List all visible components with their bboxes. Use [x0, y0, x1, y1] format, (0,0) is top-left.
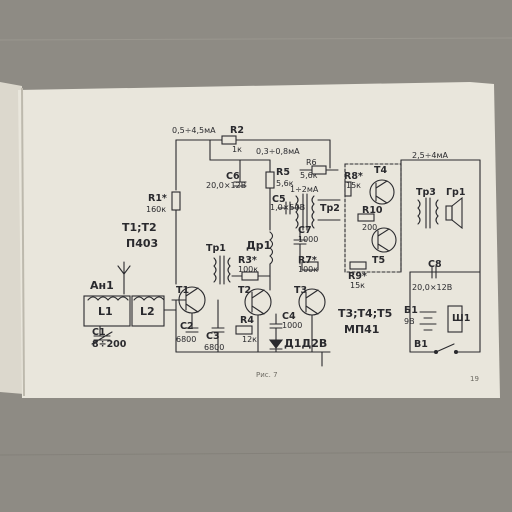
label-r5: R5 [276, 167, 290, 178]
label-r1: R1* [148, 193, 167, 204]
label-r6-value: 5,6к [300, 171, 318, 180]
resistor-r8 [344, 181, 352, 197]
resistor-r2 [221, 135, 237, 145]
label-l1: L1 [98, 305, 113, 318]
label-c5-value: 1,0×50В [270, 203, 306, 212]
label-c6-value: 20,0×12В [206, 181, 247, 190]
coil-l2 [133, 296, 165, 301]
label-r10-value: 200 [362, 223, 378, 232]
circuit-schematic [83, 135, 481, 367]
label-sh1: Ш1 [452, 313, 471, 324]
label-r7-value: 100к [298, 265, 319, 274]
label-dr1: Др1 [246, 239, 272, 252]
transformer-tr2 [295, 193, 315, 231]
label-c4: C4 [282, 311, 296, 322]
label-c3: C3 [206, 331, 220, 342]
book-page [18, 82, 500, 398]
label-c8-value: 20,0×12В [412, 283, 453, 292]
label-p403: П403 [126, 237, 159, 250]
label-c5: C5 [272, 194, 286, 205]
choke-dr1 [269, 231, 274, 265]
page-number: 19 [470, 375, 479, 383]
label-tr1: Тр1 [206, 243, 226, 254]
antenna-an1 [117, 261, 131, 295]
label-r9-value: 15к [350, 281, 366, 290]
speaker-gr1 [445, 196, 463, 230]
label-c4-value: 1000 [282, 321, 303, 330]
label-an1: Ан1 [90, 279, 114, 292]
resistor-r9 [349, 261, 367, 270]
label-c1: C1 [92, 327, 106, 338]
label-t4: T4 [374, 165, 388, 176]
label-t3: T3 [294, 285, 308, 296]
label-r4-value: 12к [242, 335, 258, 344]
label-r7: R7* [298, 255, 317, 266]
label-b1: Б1 [404, 305, 418, 316]
label-gr1: Гр1 [446, 187, 466, 198]
label-c3-value: 6800 [204, 343, 225, 352]
label-c1-value: 8÷200 [92, 339, 127, 350]
label-r2: R2 [230, 125, 244, 136]
label-r5-value: 5,6к [276, 179, 294, 188]
connector-sh1 [447, 305, 463, 333]
label-r3: R3* [238, 255, 257, 266]
label-r1-value: 160к [146, 205, 167, 214]
transistor-t4 [369, 179, 395, 205]
label-r10: R10 [362, 205, 383, 216]
label-r6: R6 [306, 158, 317, 167]
book-left-page [0, 82, 24, 394]
figure-caption: Рис. 7 [256, 371, 278, 379]
resistor-r10 [357, 213, 375, 222]
label-r8: R8* [344, 171, 363, 182]
resistor-r5 [265, 171, 275, 189]
label-t2: T2 [238, 285, 252, 296]
page-fold [21, 87, 25, 397]
label-c2-value: 6800 [176, 335, 197, 344]
label-l2: L2 [140, 305, 155, 318]
label-r3-value: 100к [238, 265, 259, 274]
label-t5: T5 [372, 255, 386, 266]
label-c8: C8 [428, 259, 442, 270]
resistor-r1 [171, 191, 181, 211]
transistor-t5 [371, 227, 397, 253]
diode-d1 [268, 339, 284, 349]
label-v1: В1 [414, 339, 428, 350]
label-r2-value: 1к [232, 145, 242, 154]
coil-l1 [87, 296, 129, 301]
label-c2: C2 [180, 321, 194, 332]
label-tr3: Тр3 [416, 187, 436, 198]
label-r4: R4 [240, 315, 254, 326]
label-current-top: 0,5÷4,5мА [172, 126, 216, 135]
resistor-r7 [301, 261, 319, 271]
label-c7: C7 [298, 225, 312, 236]
label-c7-value: 1000 [298, 235, 319, 244]
label-current-mid: 0,3÷0,8мА [256, 147, 300, 156]
label-r8-value: 15к [346, 181, 362, 190]
battery-b1 [419, 311, 437, 331]
label-r9: R9* [348, 271, 367, 282]
label-mp41: МП41 [344, 323, 380, 336]
label-current-ua: 1÷2мА [290, 185, 319, 194]
label-current-right: 2,5÷4мА [412, 151, 449, 160]
transformer-tr3 [417, 197, 439, 229]
label-c6: C6 [226, 171, 240, 182]
label-t1-t2: T1;T2 [122, 221, 157, 234]
label-tr2: Тр2 [320, 203, 340, 214]
label-b1-value: 9В [404, 317, 415, 326]
label-t3-t4-t5: T3;T4;T5 [338, 307, 393, 320]
transformer-tr1 [213, 255, 231, 285]
resistor-r4 [235, 325, 253, 335]
label-t1: T1 [176, 285, 190, 296]
label-diode: Д1Д2В [284, 337, 328, 350]
switch-v1 [409, 343, 481, 355]
